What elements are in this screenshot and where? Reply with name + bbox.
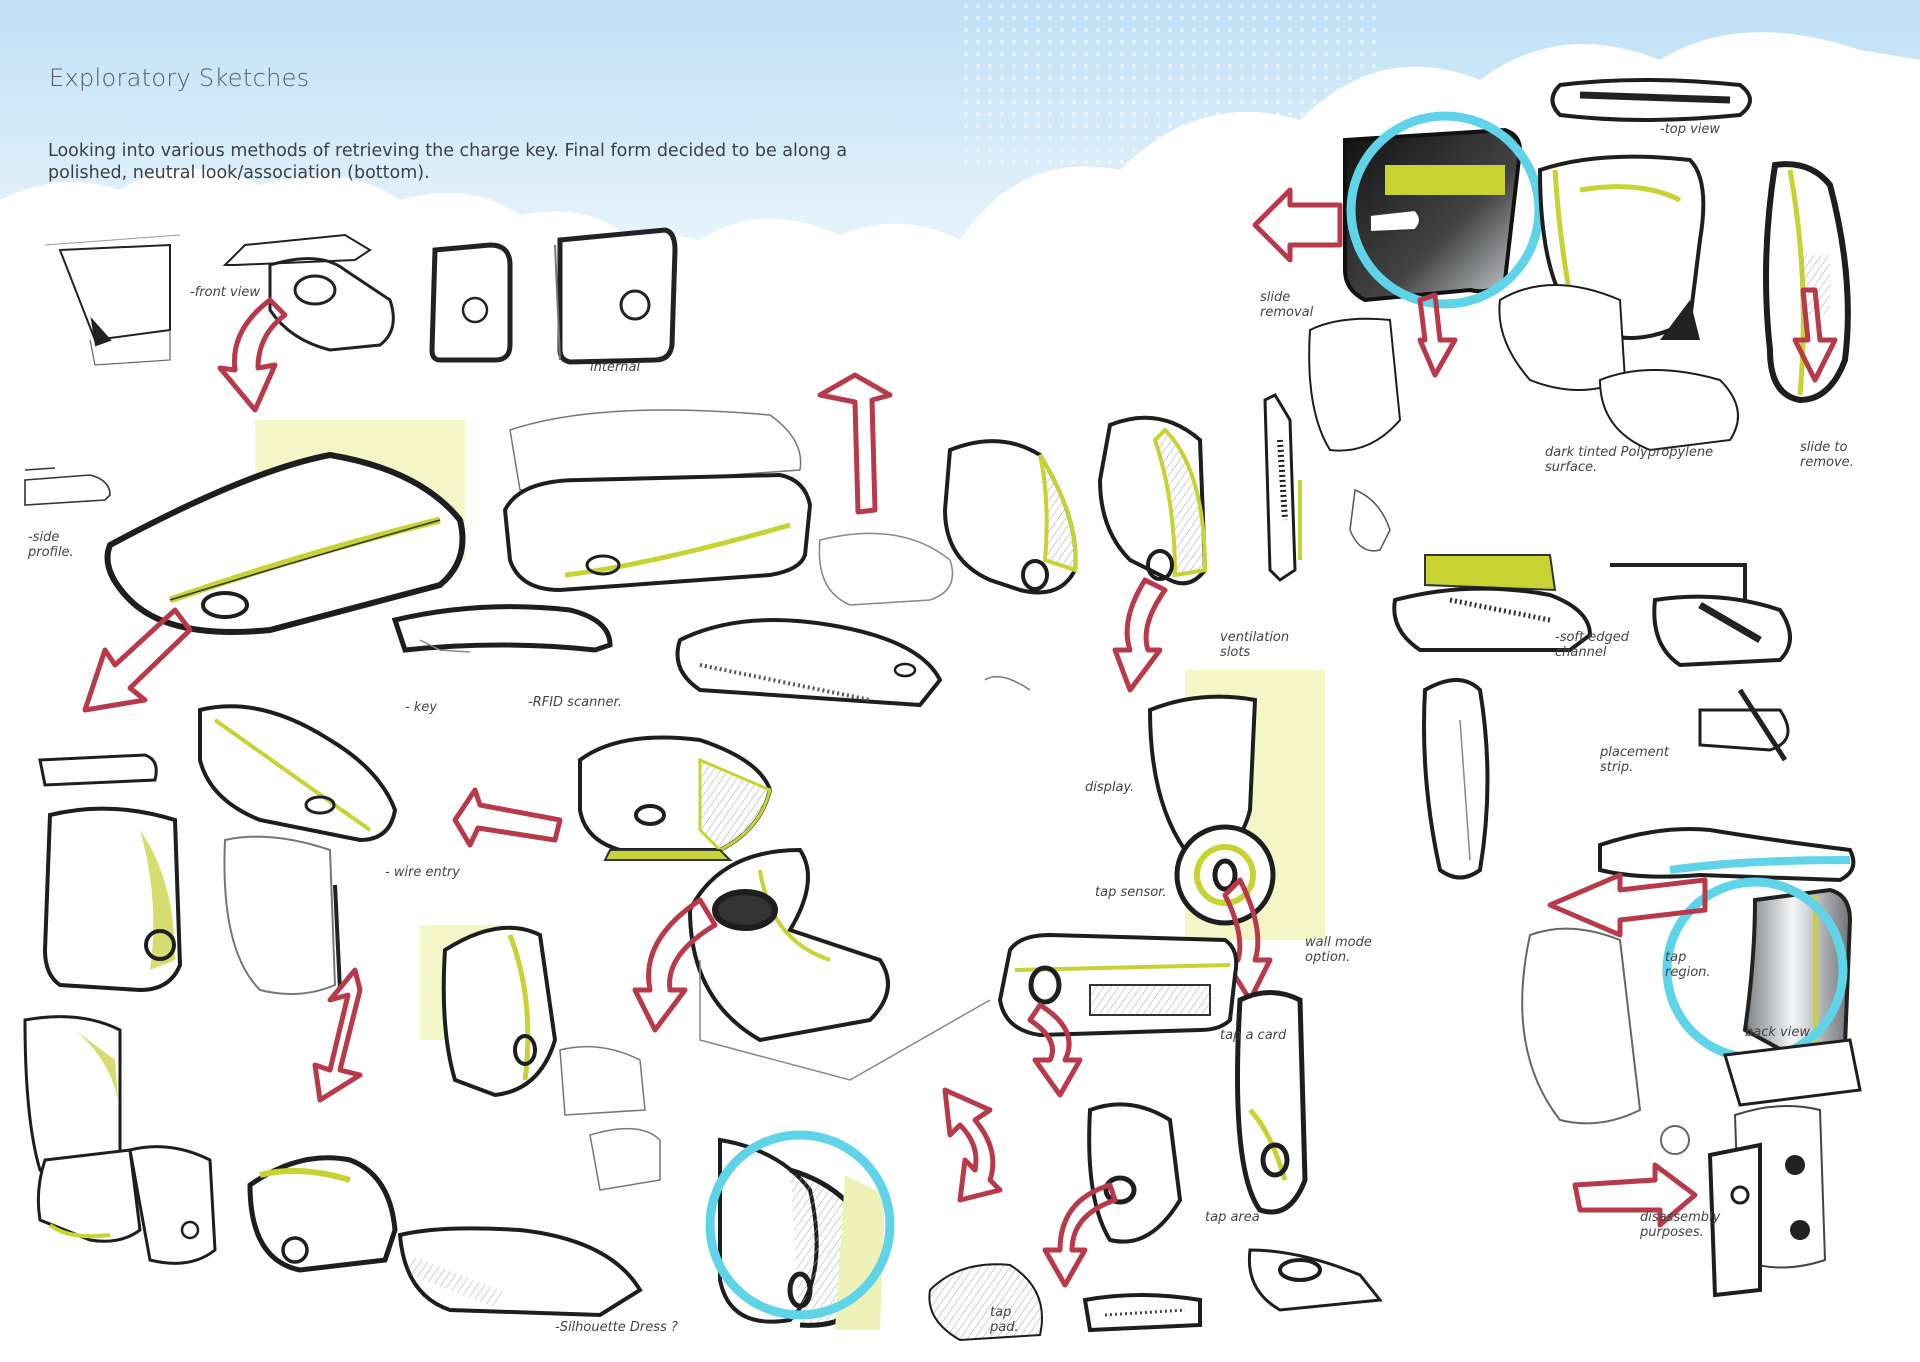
annotation-tap-a-card: tap a card	[1220, 1028, 1287, 1043]
sketch-key-slot-units	[222, 227, 678, 365]
arrow-left	[452, 787, 563, 848]
annotation-soft-edged: -soft edged channel	[1555, 630, 1629, 660]
annotation-wall-mode: wall mode option.	[1305, 935, 1372, 965]
sketch-base-unit	[502, 409, 813, 593]
annotation-display: display.	[1085, 780, 1135, 795]
annotation-tap-area: tap area	[1205, 1210, 1260, 1225]
sketch-flat-dome	[687, 847, 991, 1081]
sketch-right-base-1	[1392, 554, 1792, 880]
annotation-dark-tinted: dark tinted Polypropylene surface.	[1545, 445, 1714, 475]
annotation-ventilation: ventilation slots	[1220, 630, 1290, 660]
sketch-slim-pad	[397, 1045, 661, 1318]
annotation-tap-pad: tap pad.	[990, 1305, 1019, 1335]
annotation-tap-sensor: tap sensor.	[1095, 885, 1167, 900]
arrow-down-left-2	[82, 607, 193, 713]
sketch-front-view	[44, 234, 181, 366]
annotation-disassembly: disassembly purposes.	[1640, 1210, 1721, 1240]
sketch-tall-unit-3	[420, 925, 558, 1098]
arrow-down-tube	[1027, 1002, 1083, 1098]
sketch-tube-unit	[997, 932, 1239, 1038]
arrow-left-top	[1252, 187, 1343, 263]
annotation-top-view: -top view	[1660, 122, 1721, 137]
annotation-front-view: -front view	[190, 285, 260, 300]
annotation-rfid: -RFID scanner.	[528, 695, 622, 710]
arrow-left-right	[1547, 872, 1708, 938]
sketch-highlight-circle-bottom	[705, 1130, 895, 1330]
annotation-side-removal: slide removal	[1260, 290, 1314, 320]
sketch-dome-unit	[578, 735, 773, 861]
sketch-wedge-charger	[104, 420, 466, 635]
annotation-key: - key	[405, 700, 438, 715]
arrow-down-capsule	[1792, 287, 1838, 383]
arrow-down-left-1	[217, 297, 288, 413]
arrow-up	[817, 372, 893, 515]
sketch-seat-unit	[1308, 154, 1739, 452]
arrow-curved-bottom	[942, 1087, 1003, 1203]
sketch-egg-units	[818, 415, 1208, 606]
annotation-side-profile: -side profile.	[28, 530, 74, 560]
sketch-tall-unit-1	[42, 806, 183, 993]
annotation-silhouette: -Silhouette Dress ?	[555, 1320, 678, 1335]
arrow-down-right	[1112, 577, 1168, 693]
sketch-display-unit	[1147, 670, 1325, 940]
arrow-curved-left	[632, 897, 718, 1033]
sketch-tap-disc	[928, 990, 1383, 1342]
annotation-internal: internal	[590, 360, 641, 375]
sketch-card-reader	[391, 604, 613, 653]
arrow-curved-bottom-2	[1042, 1182, 1118, 1288]
sketch-tall-unit-2	[223, 835, 342, 995]
description-line-2: polished, neutral look/association (bott…	[48, 163, 430, 183]
sketch-highlight-circle-right	[1598, 827, 1856, 1063]
sketch-top-view-bar	[1550, 78, 1752, 122]
annotation-wire-entry: - wire entry	[385, 865, 460, 880]
description-line-1: Looking into various methods of retrievi…	[48, 141, 848, 161]
annotation-slide-remove: slide to remove.	[1800, 440, 1854, 470]
page-title: Exploratory Sketches	[49, 64, 310, 92]
arrow-right-bottom	[1572, 1162, 1698, 1228]
arrow-up-down	[312, 967, 363, 1103]
annotation-back-view: back view	[1745, 1025, 1810, 1040]
sketch-side-profile	[24, 467, 111, 506]
sketch-right-bottom-units	[1521, 927, 1862, 1298]
page-description: Looking into various methods of retrievi…	[48, 140, 928, 184]
sketch-bottom-units-left	[23, 1015, 398, 1273]
sketch-slab-unit	[675, 618, 1031, 708]
sketch-pill-unit	[198, 704, 398, 843]
arrow-down-top	[1417, 292, 1458, 378]
sketch-highlight-circle-top	[1343, 111, 1544, 309]
annotation-tap-region: tap region.	[1665, 950, 1711, 980]
sketch-small-bar	[38, 753, 158, 787]
sketch-ventilation-strip	[1263, 393, 1391, 582]
annotation-placement: placement strip.	[1600, 745, 1669, 775]
